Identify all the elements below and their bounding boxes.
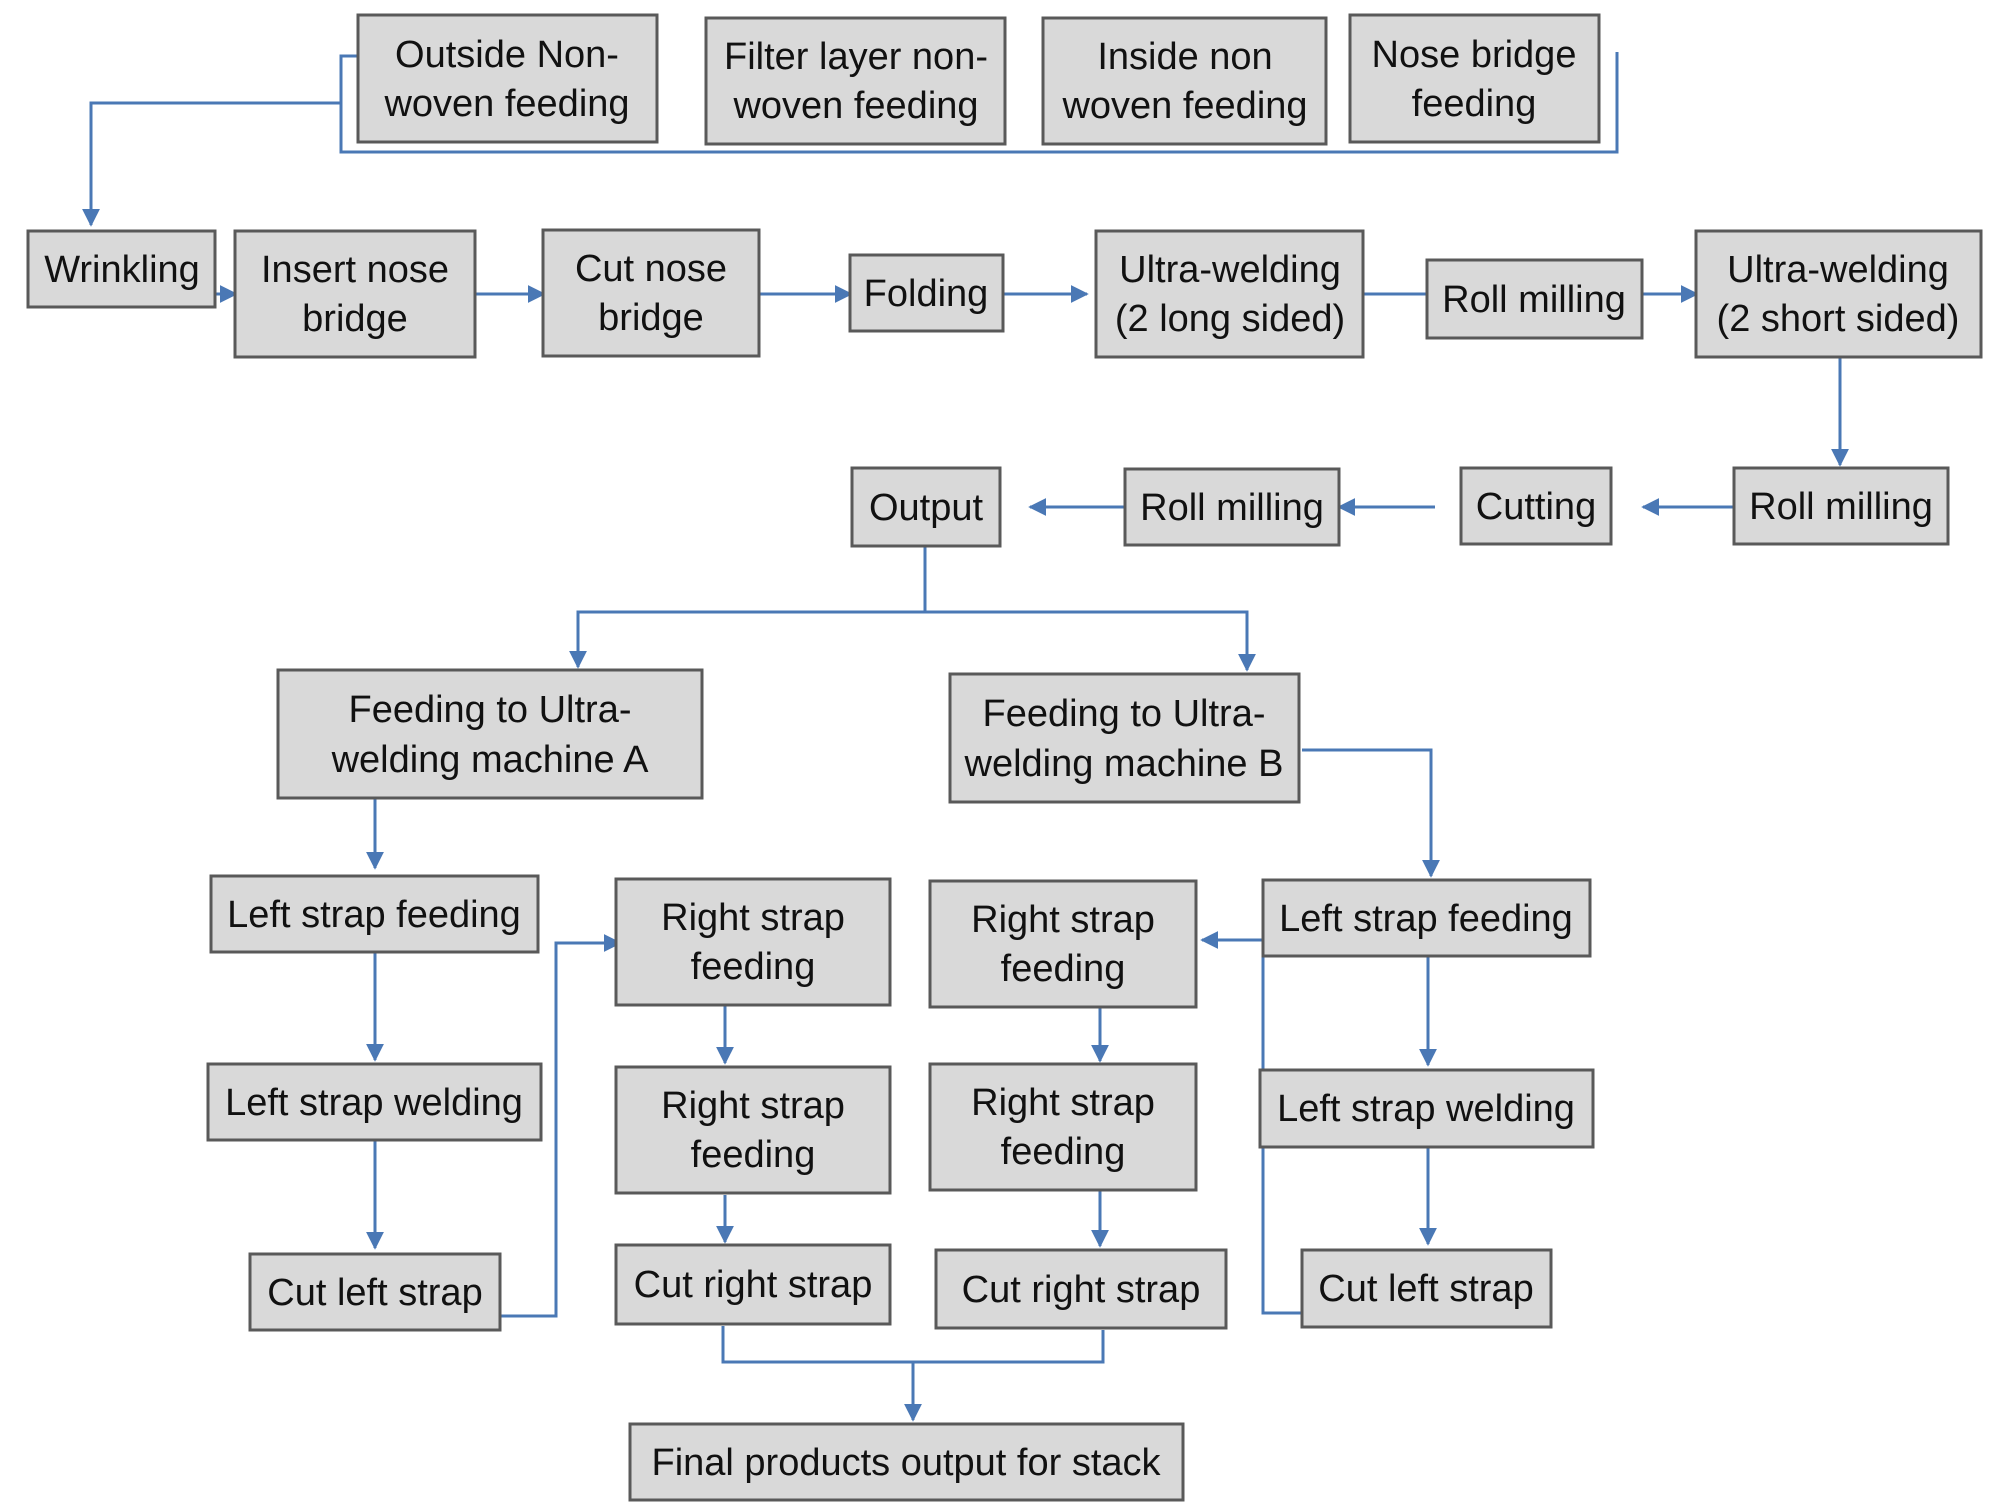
node-label: Right strap [971, 1082, 1155, 1124]
node-label: Left strap welding [1277, 1088, 1575, 1130]
node-b-cut-left-strap: Cut left strap [1300, 1248, 1553, 1329]
arrow-a-cut-left-to-right-feeding [500, 934, 622, 1318]
node-final-output: Final products output for stack [628, 1422, 1185, 1502]
node-label: Filter layer non- [724, 36, 988, 78]
node-label: Cutting [1476, 486, 1596, 528]
node-a-cut-left-strap: Cut left strap [248, 1252, 502, 1332]
node-cut-nose-bridge: Cut nose bridge [541, 228, 761, 358]
node-label: Left strap feeding [1279, 898, 1573, 940]
node-label: Roll milling [1442, 279, 1626, 321]
node-label: Inside non [1097, 36, 1272, 78]
merge-cut-right-straps [721, 1326, 1105, 1364]
node-insert-nose-bridge: Insert nose bridge [233, 229, 477, 359]
node-b-cut-right-strap: Cut right strap [934, 1248, 1228, 1330]
node-label: feeding [1001, 948, 1126, 990]
node-a-left-strap-welding: Left strap welding [206, 1062, 543, 1142]
node-a-cut-right-strap: Cut right strap [614, 1243, 892, 1326]
node-label: Feeding to Ultra- [348, 689, 631, 731]
node-filter-layer-feeding: Filter layer non- woven feeding [704, 16, 1007, 146]
node-label: Left strap feeding [227, 894, 521, 936]
node-label: woven feeding [1061, 85, 1307, 127]
arrow-machine-b-to-left-strap-feeding [1302, 748, 1440, 878]
node-label: Feeding to Ultra- [982, 693, 1265, 735]
arrow-output-to-machine-a [569, 546, 927, 669]
node-b-right-strap-feeding: Right strap feeding [928, 879, 1198, 1009]
node-label: Final products output for stack [651, 1442, 1161, 1484]
arrow-output-to-machine-b [925, 610, 1256, 672]
node-label: bridge [302, 298, 408, 340]
node-label: woven feeding [732, 85, 978, 127]
node-ultra-welding-long: Ultra-welding (2 long sided) [1094, 229, 1365, 359]
node-label: Cut left strap [1318, 1268, 1533, 1310]
node-label: Output [869, 487, 984, 529]
connector-lines [82, 52, 1849, 1422]
node-label: Right strap [971, 899, 1155, 941]
node-a-left-strap-feeding: Left strap feeding [209, 874, 540, 954]
node-label: welding machine A [331, 739, 650, 781]
node-label: Left strap welding [225, 1082, 523, 1124]
node-a-right-strap-feeding-2: Right strap feeding [614, 1065, 892, 1195]
node-label: welding machine B [964, 743, 1284, 785]
node-label: feeding [1001, 1131, 1126, 1173]
node-a-right-strap-feeding: Right strap feeding [614, 877, 892, 1007]
node-feeding-machine-b: Feeding to Ultra- welding machine B [948, 672, 1301, 804]
node-cutting: Cutting [1459, 466, 1613, 546]
node-label: Wrinkling [44, 249, 200, 291]
node-label: Cut nose [575, 248, 727, 290]
node-label: woven feeding [383, 83, 629, 125]
node-outside-nonwoven-feeding: Outside Non- woven feeding [356, 13, 659, 144]
node-label: (2 long sided) [1115, 298, 1345, 340]
node-roll-milling-2: Roll milling [1732, 466, 1950, 546]
node-feeding-machine-a: Feeding to Ultra- welding machine A [276, 668, 704, 800]
node-label: feeding [1412, 83, 1537, 125]
node-label: feeding [691, 946, 816, 988]
node-ultra-welding-short: Ultra-welding (2 short sided) [1694, 229, 1983, 359]
node-label: Ultra-welding [1119, 249, 1341, 291]
node-roll-milling: Roll milling [1425, 258, 1644, 340]
node-inside-nonwoven-feeding: Inside non woven feeding [1041, 16, 1328, 146]
arrow-feeding-to-wrinkling [82, 101, 341, 227]
node-label: Cut right strap [634, 1264, 873, 1306]
node-label: Ultra-welding [1727, 249, 1949, 291]
node-label: Roll milling [1749, 486, 1933, 528]
process-boxes: Outside Non- woven feeding Filter layer … [26, 13, 1983, 1502]
node-label: Right strap [661, 1085, 845, 1127]
node-label: bridge [598, 297, 704, 339]
node-nose-bridge-feeding: Nose bridge feeding [1348, 13, 1601, 144]
node-label: Folding [864, 273, 989, 315]
node-wrinkling: Wrinkling [26, 229, 217, 309]
node-b-left-strap-feeding: Left strap feeding [1261, 878, 1592, 958]
node-roll-milling-3: Roll milling [1123, 467, 1341, 547]
node-label: Right strap [661, 897, 845, 939]
node-label: Cut right strap [962, 1269, 1201, 1311]
node-folding: Folding [848, 253, 1005, 333]
node-label: (2 short sided) [1717, 298, 1960, 340]
node-b-left-strap-welding: Left strap welding [1258, 1068, 1595, 1149]
node-label: Insert nose [261, 249, 449, 291]
node-output: Output [850, 466, 1002, 548]
node-b-right-strap-feeding-2: Right strap feeding [928, 1062, 1198, 1192]
node-label: feeding [691, 1134, 816, 1176]
node-label: Cut left strap [267, 1272, 482, 1314]
node-label: Nose bridge [1372, 34, 1577, 76]
node-label: Roll milling [1140, 487, 1324, 529]
node-label: Outside Non- [395, 34, 619, 76]
